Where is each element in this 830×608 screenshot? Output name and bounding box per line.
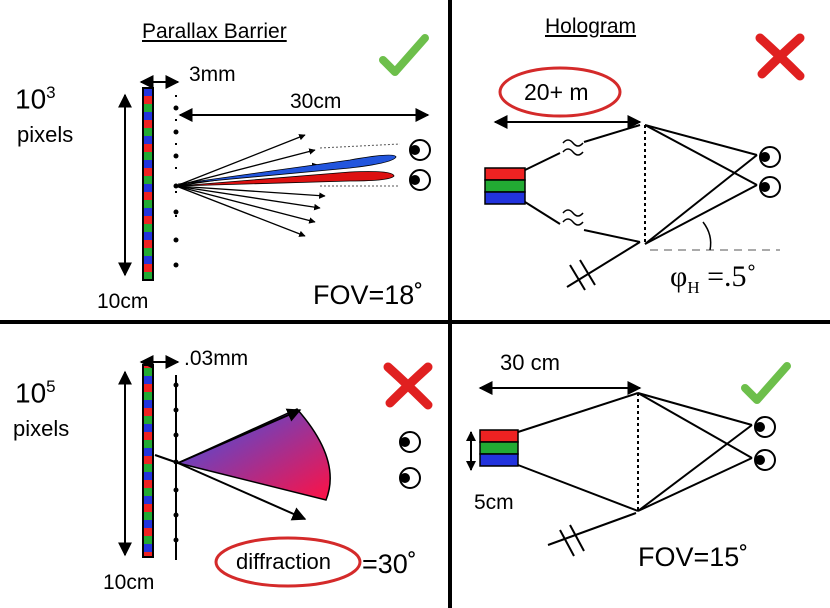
gap-label-top: 3mm	[189, 63, 236, 86]
fov-label-bottom-right: FOV=15˚	[638, 542, 749, 572]
reference-beam	[547, 512, 637, 557]
barrier-dots	[173, 382, 179, 543]
hologram-title: Hologram	[545, 15, 637, 38]
source-lines	[517, 392, 639, 512]
incoming-ray	[154, 454, 179, 464]
angle-subscript: H	[687, 278, 700, 297]
eye-pair-bottom-left	[399, 431, 421, 489]
parallax-barrier-diagram	[118, 34, 431, 281]
eye-pair-top-right	[759, 146, 781, 198]
distance-label-bottom-right: 30 cm	[500, 350, 560, 375]
hologram-rays	[644, 124, 758, 245]
eye-pair-top-left	[409, 139, 431, 191]
angle-symbol: φ	[670, 260, 688, 293]
pixel-count-base: 10	[15, 377, 47, 409]
rgb-source	[484, 167, 526, 205]
pixel-count-exponent: 3	[46, 83, 56, 102]
parallax-barrier-title: Parallax Barrier	[142, 20, 287, 43]
angle-label: φH =.5˚	[670, 260, 757, 297]
angle-value: =.5˚	[699, 260, 757, 293]
angle-arc	[702, 221, 712, 251]
reference-beam	[566, 241, 641, 291]
pixels-label-top: pixels	[17, 122, 74, 147]
check-icon	[741, 362, 791, 404]
pixel-count-exponent: 5	[46, 377, 56, 396]
height-label-bottom-right: 5cm	[474, 491, 514, 514]
fov-label-top: FOV=18˚	[313, 280, 424, 310]
fan-lower-edge	[177, 462, 307, 521]
red-beam	[177, 171, 395, 187]
pixel-strip	[142, 87, 154, 281]
pixels-label-bottom: pixels	[13, 416, 70, 441]
barrier-dots	[173, 105, 179, 268]
diffraction-label: diffraction	[236, 549, 331, 574]
fan-upper-edge	[177, 408, 302, 464]
hologram-short-diagram	[466, 362, 791, 557]
guide-dashes	[319, 143, 401, 187]
source-lines	[524, 124, 641, 243]
eye-pair-bottom-right	[754, 416, 776, 471]
height-label-bottom: 10cm	[103, 571, 155, 594]
gap-label-bottom: .03mm	[184, 347, 249, 370]
hologram-rays	[637, 392, 753, 512]
pixel-strip	[142, 364, 154, 558]
blue-beam	[177, 154, 397, 185]
check-icon	[379, 34, 429, 76]
cross-icon	[383, 362, 433, 410]
pixel-count-base: 10	[15, 83, 47, 115]
fov-label-bottom-left: =30˚	[362, 549, 417, 579]
break-squiggles	[562, 139, 584, 226]
cross-icon	[755, 33, 805, 81]
pixel-count-top: 103	[15, 84, 56, 113]
hologram-diagram	[484, 33, 805, 291]
pixel-count-bottom: 105	[15, 378, 56, 407]
distance-label-hologram: 20+ m	[524, 79, 589, 105]
distance-label-top: 30cm	[290, 90, 342, 113]
diffraction-fan	[175, 408, 331, 501]
height-label-top: 10cm	[97, 290, 149, 313]
rgb-source	[479, 429, 519, 467]
diffraction-highlight-ring	[214, 536, 362, 588]
diffraction-diagram	[118, 355, 433, 588]
